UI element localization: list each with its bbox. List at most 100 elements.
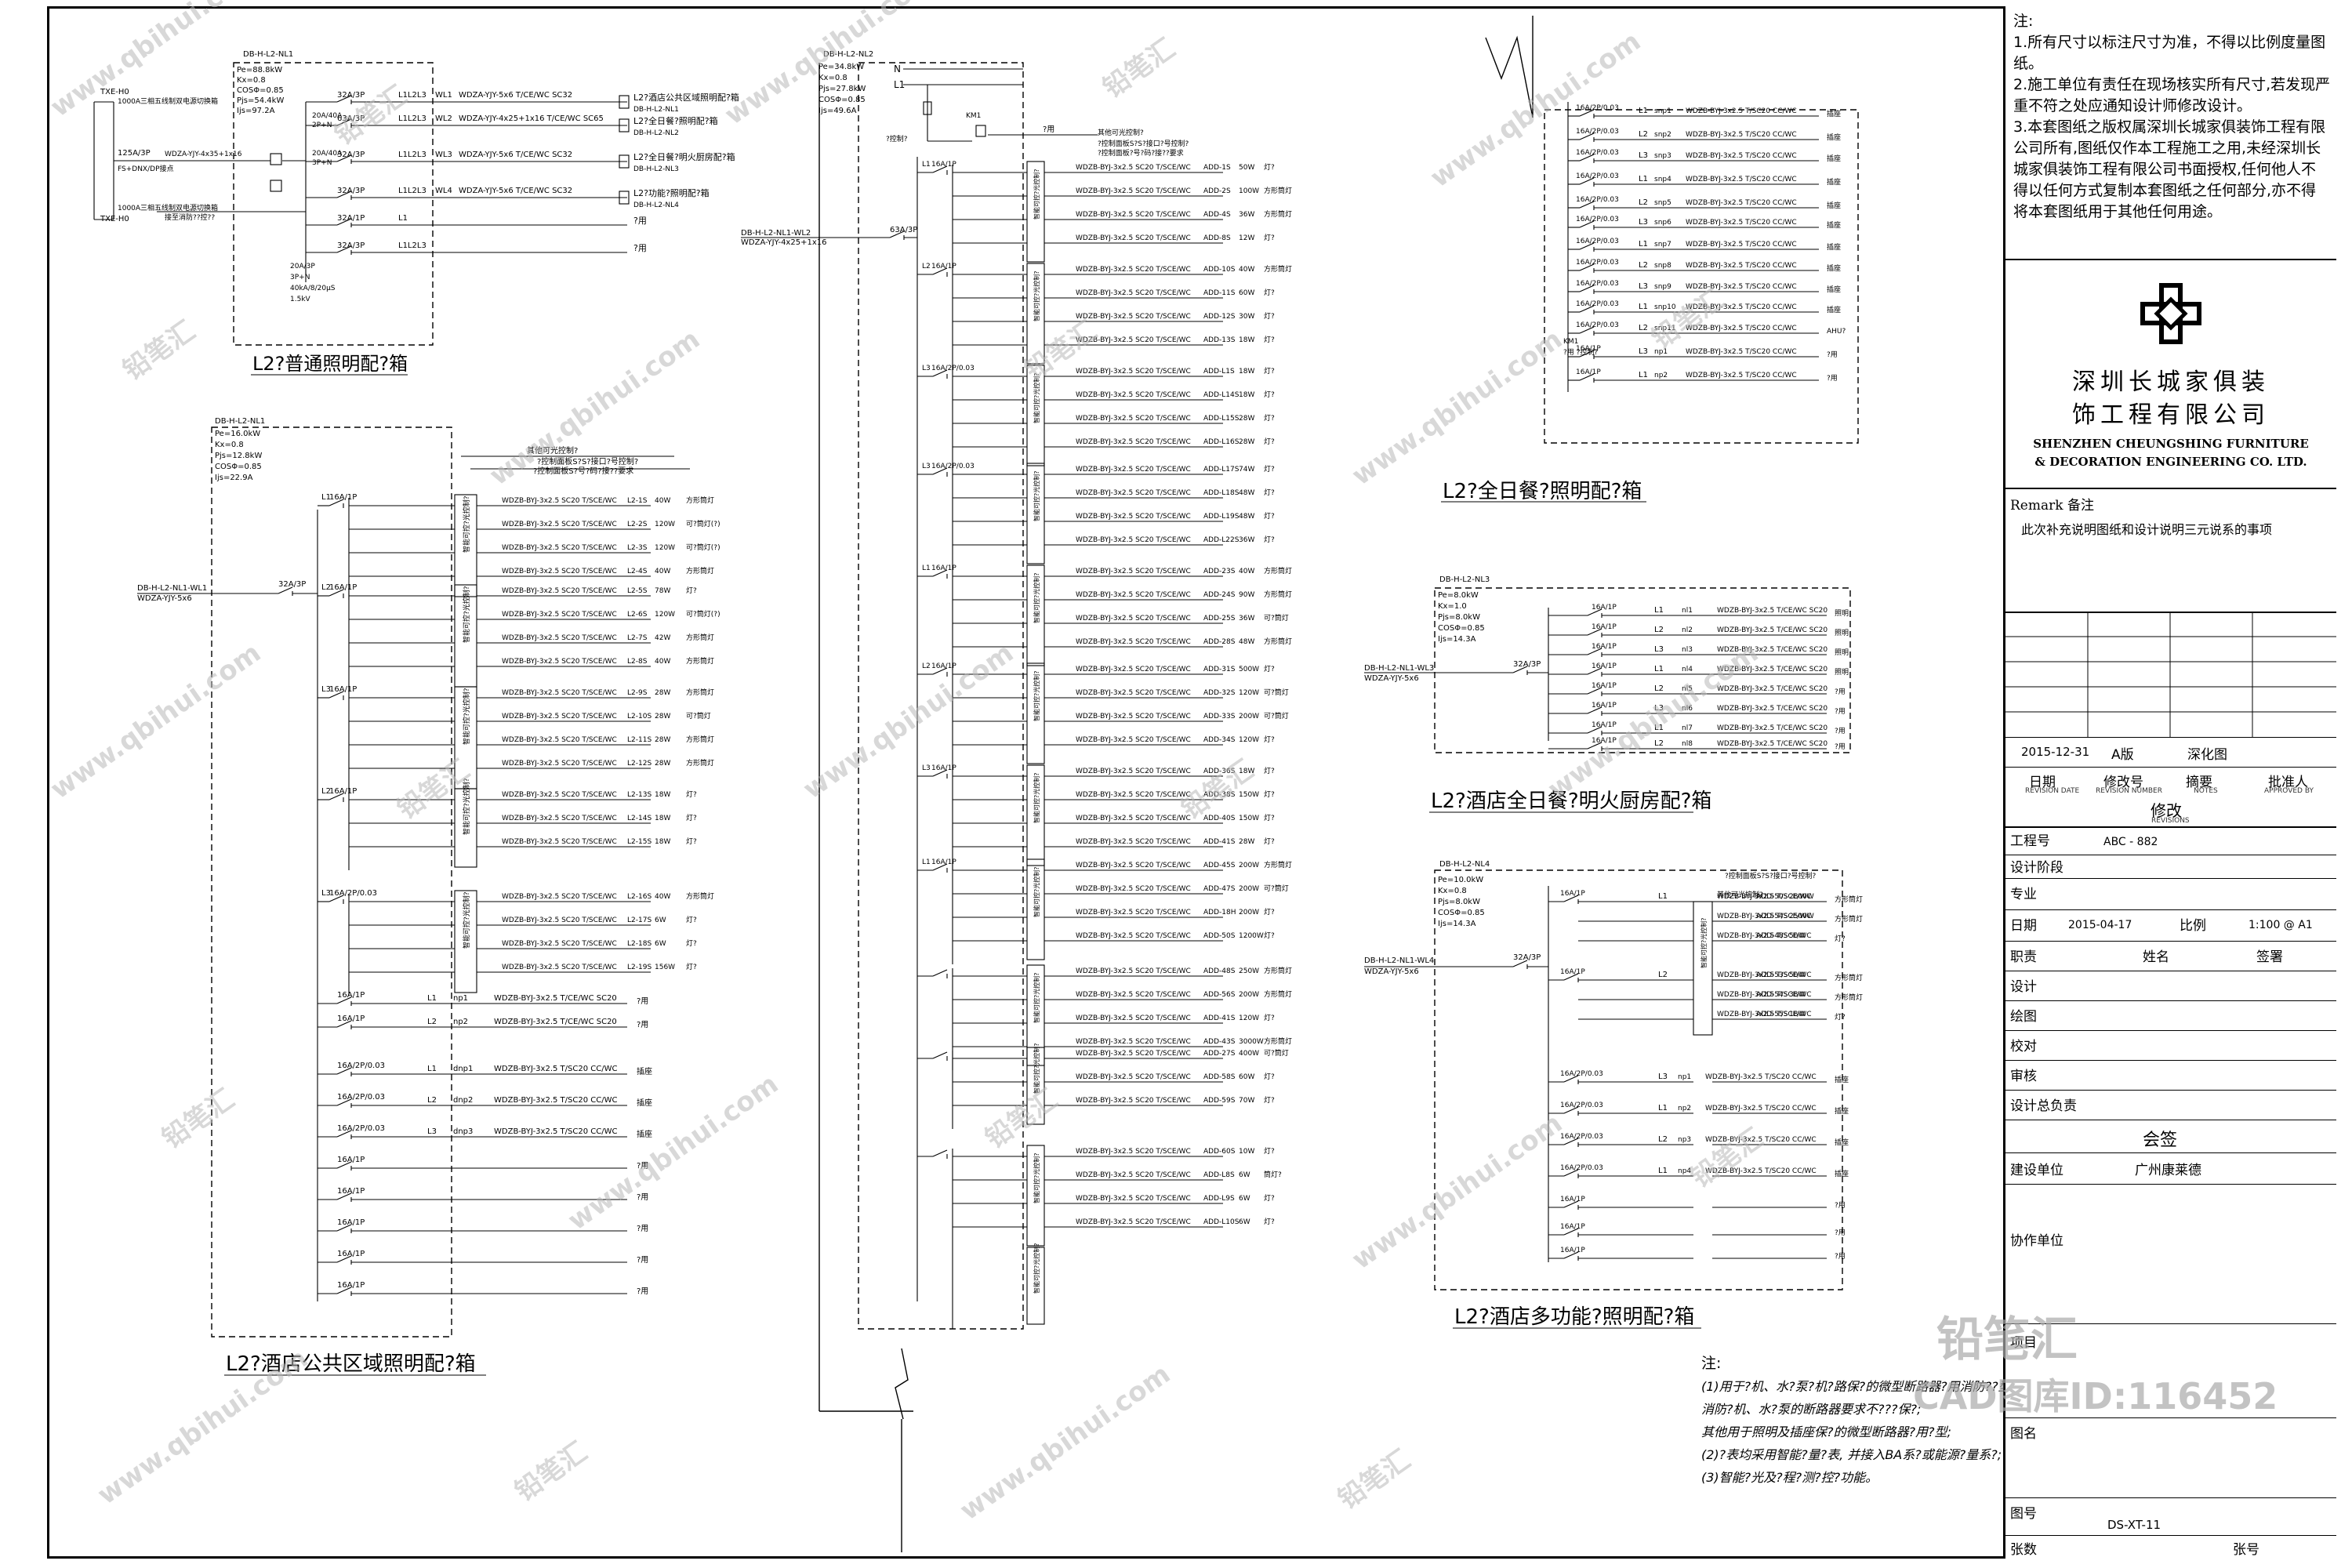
p3-circuit-id: ADD-L9S [1203,1195,1235,1203]
breaker-symbol [1587,648,1602,655]
breaker-symbol [1563,1251,1579,1259]
bottom-notes: 注: (1)用于?机、水?泵?机?路保?的微型断路器?用消防??型; 消防?机、… [1701,1352,2015,1489]
panel5-param: Pe=8.0kW [1438,591,1479,600]
p5-circuit-id: nl5 [1682,685,1693,693]
p1-phase: L1 [398,214,408,223]
p4-circuit-id: snp11 [1654,325,1676,332]
p2-cable: WDZB-BYJ-3x2.5 SC20 T/SCE/WC [502,634,617,642]
p5-cable: WDZB-BYJ-3x2.5 T/CE/WC SC20 [1717,646,1828,654]
p3-circuit-id: ADD-50S [1203,932,1236,940]
breaker-symbol [889,230,905,238]
p5-circuit-id: nl1 [1682,607,1693,615]
p4-usage: 插座 [1827,201,1841,210]
contactor-label: KM1 [966,112,981,120]
divider [2005,1417,2336,1418]
panel1-param: Pjs=54.4kW [237,96,284,105]
p3-power: 28W [1239,438,1254,446]
p5-breaker-rating: 16A/1P [1592,623,1617,631]
p1-breaker-rating: 63A/3P [337,114,365,123]
panel6-param: Ijs=14.3A [1438,920,1476,928]
p5-circuit-id: nl7 [1682,724,1693,732]
p1-breaker-rating: 32A/3P [337,187,365,195]
p1-phase: L1L2L3 [398,91,426,100]
p4-cable: WDZB-BYJ-3x2.5 T/SC20 CC/WC [1686,262,1797,270]
p3-usage: 灯? [1264,1194,1275,1203]
dimmer-box-label: 智能可控?光控制? [1700,918,1708,969]
p1-breaker [336,95,352,103]
p3-cable: WDZB-BYJ-3x2.5 SC20 T/SCE/WC [1076,862,1191,869]
p4-cable: WDZB-BYJ-3x2.5 T/SC20 CC/WC [1686,131,1797,139]
main-breaker-label: 125A/3P [118,149,151,158]
p3-power: 60W [1239,1073,1254,1081]
p6-circuit-id: np1 [1678,1073,1691,1081]
p2-cable: WDZB-BYJ-3x2.5 SC20 T/SCE/WC [502,940,617,948]
p2-power: 40W [655,658,670,666]
p3-usage: 方形筒灯 [1264,860,1292,869]
panel3-feed-cable: WDZA-YJY-4x25+1x16 [741,238,826,247]
p3-usage: 灯? [1264,735,1275,744]
p3-circuit-id: ADD-L8S [1203,1171,1235,1179]
p3-breaker-rating: 16A/1P [931,564,956,572]
p2-cable: WDZB-BYJ-3x2.5 SC20 T/SCE/WC [502,587,617,595]
p2-power: 78W [655,587,670,595]
sign-label: 签署 [2256,949,2283,965]
breaker-symbol [1563,1200,1579,1208]
p3-cable: WDZB-BYJ-3x2.5 SC20 T/SCE/WC [1076,1195,1191,1203]
dimmer-box-label: 智能可控?光控制? [1033,1044,1040,1094]
p3-circuit-id: ADD-L19S [1203,513,1240,521]
breaker-symbol [1563,1138,1579,1145]
panel3-param: Pjs=27.8kW [818,85,866,93]
p6-usage: 灯? [1835,1013,1846,1022]
p2b-phase: L2 [427,1096,437,1105]
p4-circuit-id: snp4 [1654,176,1671,183]
breaker-symbol [1512,666,1528,673]
p3-cable: WDZB-BYJ-3x2.5 SC20 T/SCE/WC [1076,1218,1191,1226]
p3-cable: WDZB-BYJ-3x2.5 SC20 T/SCE/WC [1076,289,1191,297]
p3-usage: 灯? [1264,1014,1275,1022]
p1-circuit-id: WL1 [435,91,452,100]
p4-circuit-id: snp7 [1654,241,1671,249]
divider [2005,1000,2336,1001]
breaker-symbol [1579,154,1595,162]
breaker-symbol [1587,726,1602,734]
p3-power: 200W [1239,885,1259,893]
p4-usage: 插座 [1827,242,1841,252]
p2-usage: 方形筒灯 [686,758,714,768]
p4-usage: 插座 [1827,132,1841,142]
p6-cable: WDZB-BYJ-3x2.5 T/SC20 CC/WC [1705,1167,1817,1175]
p2-usage: 方形筒灯 [686,735,714,744]
breaker-symbol [1579,326,1595,334]
surge-label: 20A/3P [290,263,315,270]
divider [2005,737,2336,738]
p2-breaker-rating: 16A/1P [329,493,357,502]
role-label: 职责 [2010,949,2037,965]
p1-breaker-rating: 32A/1P [337,214,365,223]
p2-circuit-id: L2-8S [627,658,648,666]
p6-power: 2500W [1789,913,1814,920]
p3-power: 36W [1239,211,1254,219]
surge-label: 3P+N [290,274,310,281]
p6-cable: WDZB-BYJ-3x2.5 T/SC20 CC/WC [1705,1105,1817,1112]
panel5-title: L2?酒店全日餐?明火厨房配?箱 [1431,789,1711,813]
p3-circuit-id: ADD-36S [1203,768,1236,775]
p3-usage: 灯? [1264,289,1275,297]
p3-usage: 灯? [1264,312,1275,321]
p2b-breaker-rating: 16A/1P [337,1187,365,1196]
drawing-name-label: 图名 [2010,1426,2037,1442]
breaker-symbol [932,969,948,977]
p4-breaker-rating: 16A/1P [1576,345,1601,353]
p2-cable: WDZB-BYJ-3x2.5 SC20 T/SCE/WC [502,658,617,666]
p2-circuit-id: L2-6S [627,611,648,619]
panel2-param: Pe=16.0kW [215,430,260,438]
panel5-param: Pjs=8.0kW [1438,613,1480,622]
breaker-symbol [336,996,352,1004]
bottom-notes-title: 注: [1701,1355,1722,1372]
revision-grid-lines [2005,612,2336,737]
note-item: 2.施工单位有责任在现场核实所有尺寸,若发现严重不符之处应通知设计师修改设计。 [2013,76,2331,114]
p4-breaker-rating: 16A/2P/0.03 [1576,321,1619,329]
p5-cable: WDZB-BYJ-3x2.5 T/CE/WC SC20 [1717,626,1828,634]
p4-usage: ?用 [1827,374,1838,383]
p5-circuit-id: nl2 [1682,626,1693,634]
role-check: 校对 [2010,1039,2037,1054]
p3-cable: WDZB-BYJ-3x2.5 SC20 T/SCE/WC [1076,736,1191,744]
